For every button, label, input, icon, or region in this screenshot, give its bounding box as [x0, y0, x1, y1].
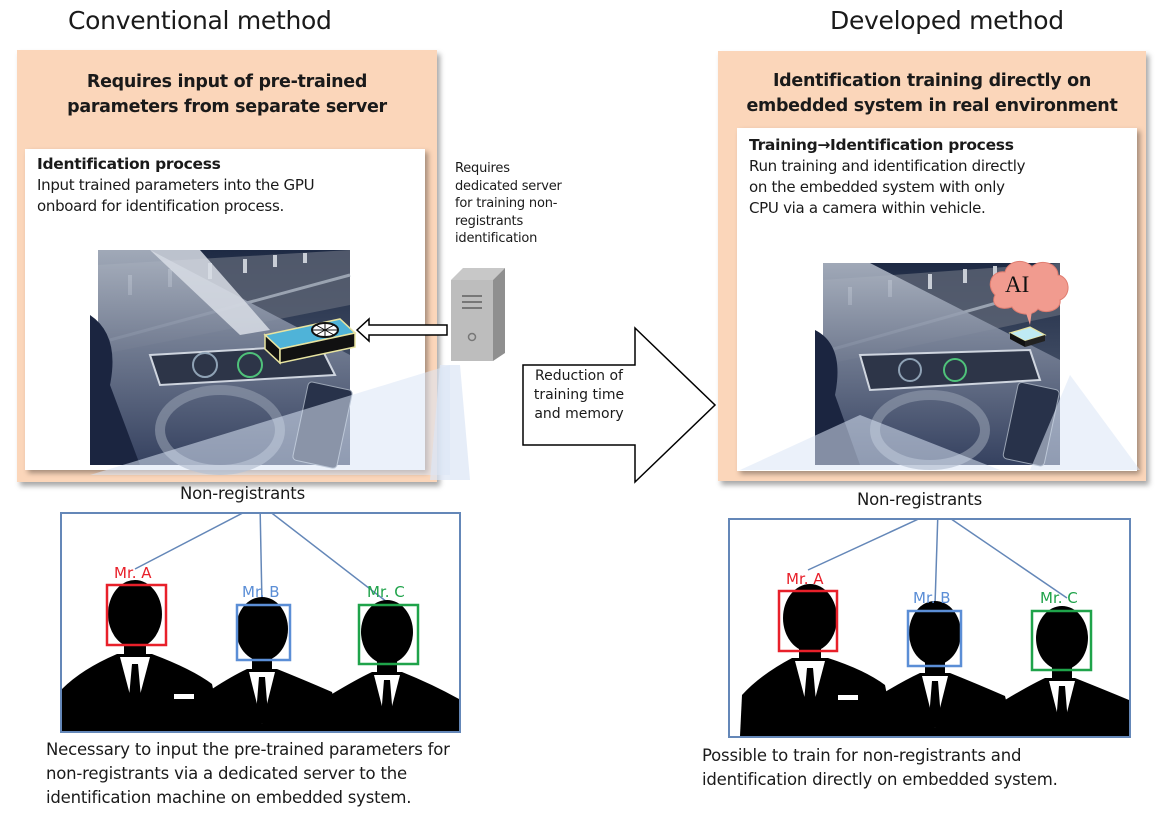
ai-bubble-label: AI — [1005, 272, 1030, 297]
car-cockpit-illustration — [740, 260, 1140, 470]
person-silhouettes — [740, 520, 1129, 736]
server-note: Requires dedicated server for training n… — [455, 160, 562, 248]
conventional-heading: Conventional method — [68, 6, 332, 35]
parameter-input-arrow — [355, 317, 448, 343]
person-label-mr-a: Mr. A — [786, 570, 824, 588]
person-silhouettes — [62, 514, 459, 731]
person-label-mr-b: Mr. B — [242, 583, 280, 601]
caption-line: identification directly on embedded syst… — [702, 770, 1058, 789]
banner-line: parameters from separate server — [67, 97, 387, 117]
arrow-line: training time — [533, 387, 625, 403]
ai-brain-icon — [989, 260, 1069, 325]
conventional-caption: Necessary to input the pre-trained param… — [46, 738, 450, 810]
card-title: Training→Identification process — [749, 136, 1014, 154]
note-line: dedicated server — [455, 178, 562, 194]
person-label-mr-a: Mr. A — [114, 564, 152, 582]
developed-heading: Developed method — [830, 6, 1064, 35]
person-label-mr-b: Mr. B — [913, 589, 951, 607]
developed-banner: Identification training directly on embe… — [718, 69, 1146, 119]
banner-line: Requires input of pre-trained — [86, 72, 368, 92]
card-line: onboard for identification process. — [37, 197, 284, 215]
note-line: for training non- — [455, 196, 558, 211]
light-beam — [430, 365, 470, 480]
reduction-arrow — [522, 326, 717, 484]
person-b-silhouette — [202, 597, 342, 731]
connector-lines — [807, 520, 1068, 606]
caption-line: Possible to train for non-registrants an… — [702, 746, 1022, 765]
tie — [128, 664, 142, 719]
caption-line: identification machine on embedded syste… — [46, 788, 412, 807]
note-line: identification — [455, 231, 538, 246]
banner-line: Identification training directly on — [772, 71, 1092, 91]
note-line: Requires — [455, 161, 510, 176]
card-line: Input trained parameters into the GPU — [37, 176, 315, 194]
caption-line: Necessary to input the pre-trained param… — [46, 740, 450, 759]
banner-line: embedded system in real environment — [746, 96, 1118, 116]
card-line: CPU via a camera within vehicle. — [749, 199, 986, 217]
embedded-device-icon — [1008, 326, 1047, 347]
card-line: on the embedded system with only — [749, 178, 1005, 196]
card-description: Run training and identification directly… — [749, 156, 1025, 219]
car-cockpit-illustration — [90, 250, 450, 475]
card-description: Input trained parameters into the GPU on… — [37, 175, 315, 217]
face-box-mr-a — [105, 583, 168, 647]
reduction-arrow-label: Reduction of training time and memory — [524, 367, 634, 424]
non-registrants-panel: Mr. A Mr. B Mr. C — [60, 512, 461, 733]
non-registrants-label: Non-registrants — [857, 490, 982, 509]
developed-caption: Possible to train for non-registrants an… — [702, 744, 1058, 792]
note-line: registrants — [455, 213, 524, 229]
card-title: Identification process — [37, 155, 221, 173]
face-box-mr-b — [235, 603, 292, 662]
conventional-panel: Requires input of pre-trained parameters… — [17, 50, 437, 482]
person-label-mr-c: Mr. C — [367, 583, 405, 601]
conventional-banner: Requires input of pre-trained parameters… — [17, 70, 437, 120]
arrow-line: and memory — [534, 406, 624, 422]
face-box-mr-a — [777, 589, 839, 653]
caption-line: non-registrants via a dedicated server t… — [46, 764, 407, 783]
server-icon — [451, 268, 505, 361]
face-box-mr-b — [906, 609, 963, 668]
face-box-mr-c — [357, 603, 420, 666]
card-line: Run training and identification directly — [749, 157, 1026, 175]
person-a-silhouette — [62, 580, 222, 731]
connector-lines — [134, 514, 388, 605]
person-label-mr-c: Mr. C — [1040, 589, 1078, 607]
non-registrants-panel: Mr. A Mr. B Mr. C — [728, 518, 1131, 738]
non-registrants-label: Non-registrants — [180, 484, 305, 503]
arrow-line: Reduction of — [535, 368, 623, 384]
gpu-card-icon — [263, 318, 357, 365]
face-box-mr-c — [1030, 609, 1093, 672]
